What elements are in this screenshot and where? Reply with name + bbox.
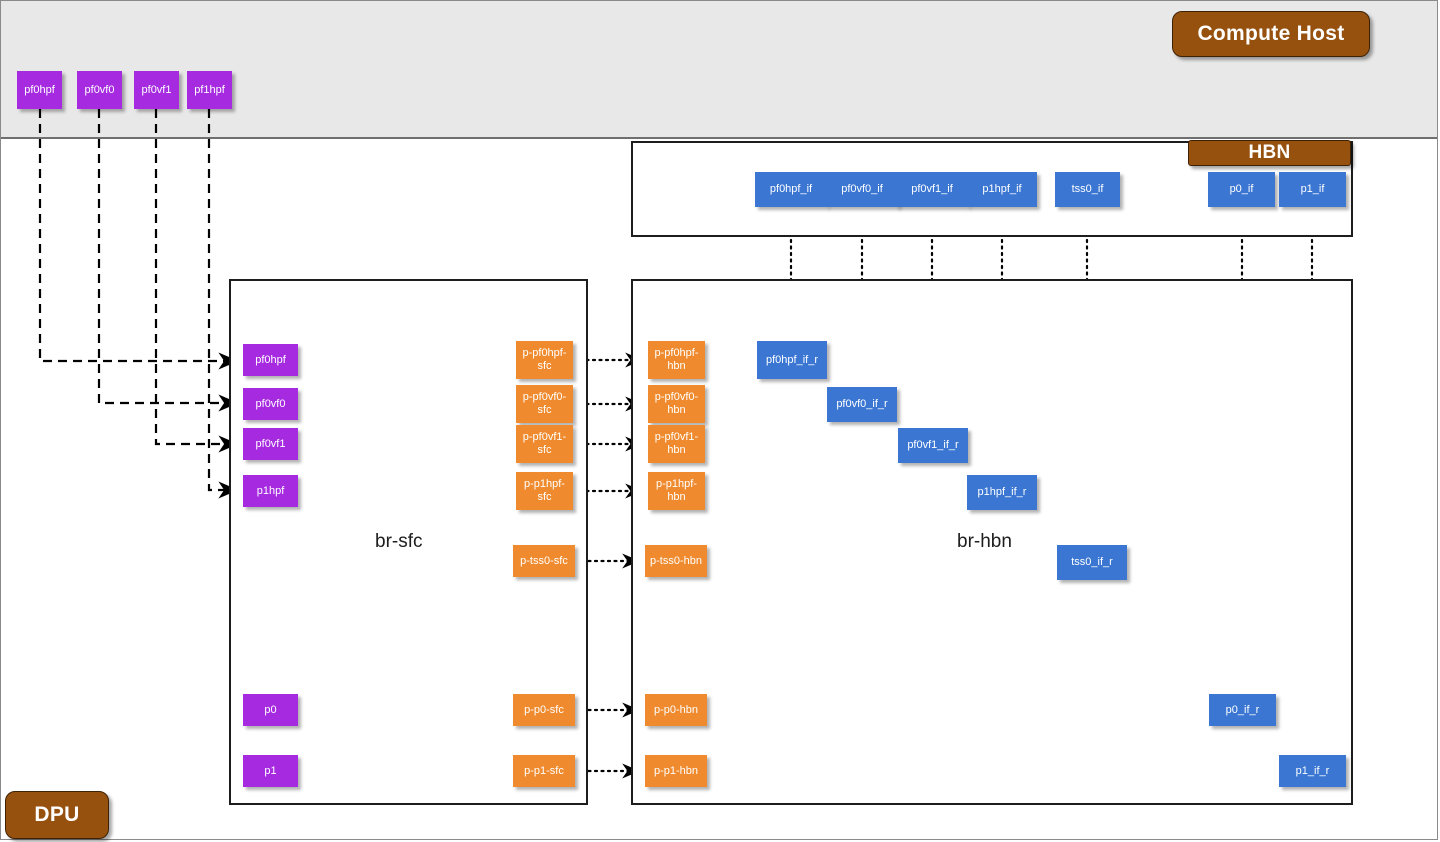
sfc-port-pf0hpf[interactable]: pf0hpf	[243, 344, 298, 376]
sfc-port-p1hpf[interactable]: p1hpf	[243, 475, 298, 507]
host-node-pf0vf0[interactable]: pf0vf0	[77, 71, 122, 109]
hbn-iface-tss0_if[interactable]: tss0_if	[1055, 172, 1120, 207]
hbn-rep-p-p1-hbn[interactable]: p-p1-hbn	[645, 755, 707, 787]
sfc-rep-p-p1hpf-sfc[interactable]: p-p1hpf-sfc	[516, 472, 573, 510]
host-node-pf0vf1[interactable]: pf0vf1	[134, 71, 179, 109]
dpu-badge: DPU	[5, 791, 109, 839]
hbn-rep-iface-p1_if_r[interactable]: p1_if_r	[1279, 755, 1346, 787]
hbn-rep-iface-p0_if_r[interactable]: p0_if_r	[1209, 694, 1276, 726]
sfc-port-pf0vf1[interactable]: pf0vf1	[243, 428, 298, 460]
sfc-port-p1[interactable]: p1	[243, 755, 298, 787]
compute-host-badge: Compute Host	[1172, 11, 1370, 57]
hbn-rep-iface-tss0_if_r[interactable]: tss0_if_r	[1057, 545, 1127, 580]
hbn-badge: HBN	[1188, 140, 1351, 166]
hbn-rep-p-tss0-hbn[interactable]: p-tss0-hbn	[645, 545, 707, 577]
hbn-rep-p-p0-hbn[interactable]: p-p0-hbn	[645, 694, 707, 726]
sfc-rep-p-tss0-sfc[interactable]: p-tss0-sfc	[513, 545, 575, 577]
hbn-iface-p1_if[interactable]: p1_if	[1279, 172, 1346, 207]
br-sfc-label: br-sfc	[375, 531, 423, 552]
hbn-rep-iface-pf0hpf_if_r[interactable]: pf0hpf_if_r	[757, 341, 827, 379]
hbn-rep-p-pf0vf0-hbn[interactable]: p-pf0vf0-hbn	[648, 385, 705, 423]
sfc-rep-p-pf0vf1-sfc[interactable]: p-pf0vf1-sfc	[516, 425, 573, 463]
sfc-rep-p-pf0vf0-sfc[interactable]: p-pf0vf0-sfc	[516, 385, 573, 423]
hbn-iface-p0_if[interactable]: p0_if	[1208, 172, 1275, 207]
hbn-rep-p-pf0vf1-hbn[interactable]: p-pf0vf1-hbn	[648, 425, 705, 463]
hbn-iface-pf0vf0_if[interactable]: pf0vf0_if	[826, 172, 898, 207]
host-node-pf1hpf[interactable]: pf1hpf	[187, 71, 232, 109]
hbn-rep-p-p1hpf-hbn[interactable]: p-p1hpf-hbn	[648, 472, 705, 510]
hbn-rep-iface-pf0vf1_if_r[interactable]: pf0vf1_if_r	[898, 428, 968, 463]
hbn-rep-iface-p1hpf_if_r[interactable]: p1hpf_if_r	[967, 475, 1037, 510]
host-node-pf0hpf[interactable]: pf0hpf	[17, 71, 62, 109]
sfc-rep-p-p0-sfc[interactable]: p-p0-sfc	[513, 694, 575, 726]
hbn-rep-p-pf0hpf-hbn[interactable]: p-pf0hpf-hbn	[648, 341, 705, 379]
hbn-rep-iface-pf0vf0_if_r[interactable]: pf0vf0_if_r	[827, 387, 897, 422]
hbn-iface-p1hpf_if[interactable]: p1hpf_if	[967, 172, 1037, 207]
sfc-rep-p-p1-sfc[interactable]: p-p1-sfc	[513, 755, 575, 787]
sfc-port-p0[interactable]: p0	[243, 694, 298, 726]
hbn-iface-pf0vf1_if[interactable]: pf0vf1_if	[896, 172, 968, 207]
br-hbn-label: br-hbn	[957, 531, 1012, 552]
sfc-rep-p-pf0hpf-sfc[interactable]: p-pf0hpf-sfc	[516, 341, 573, 379]
sfc-port-pf0vf0[interactable]: pf0vf0	[243, 388, 298, 420]
hbn-iface-pf0hpf_if[interactable]: pf0hpf_if	[755, 172, 827, 207]
